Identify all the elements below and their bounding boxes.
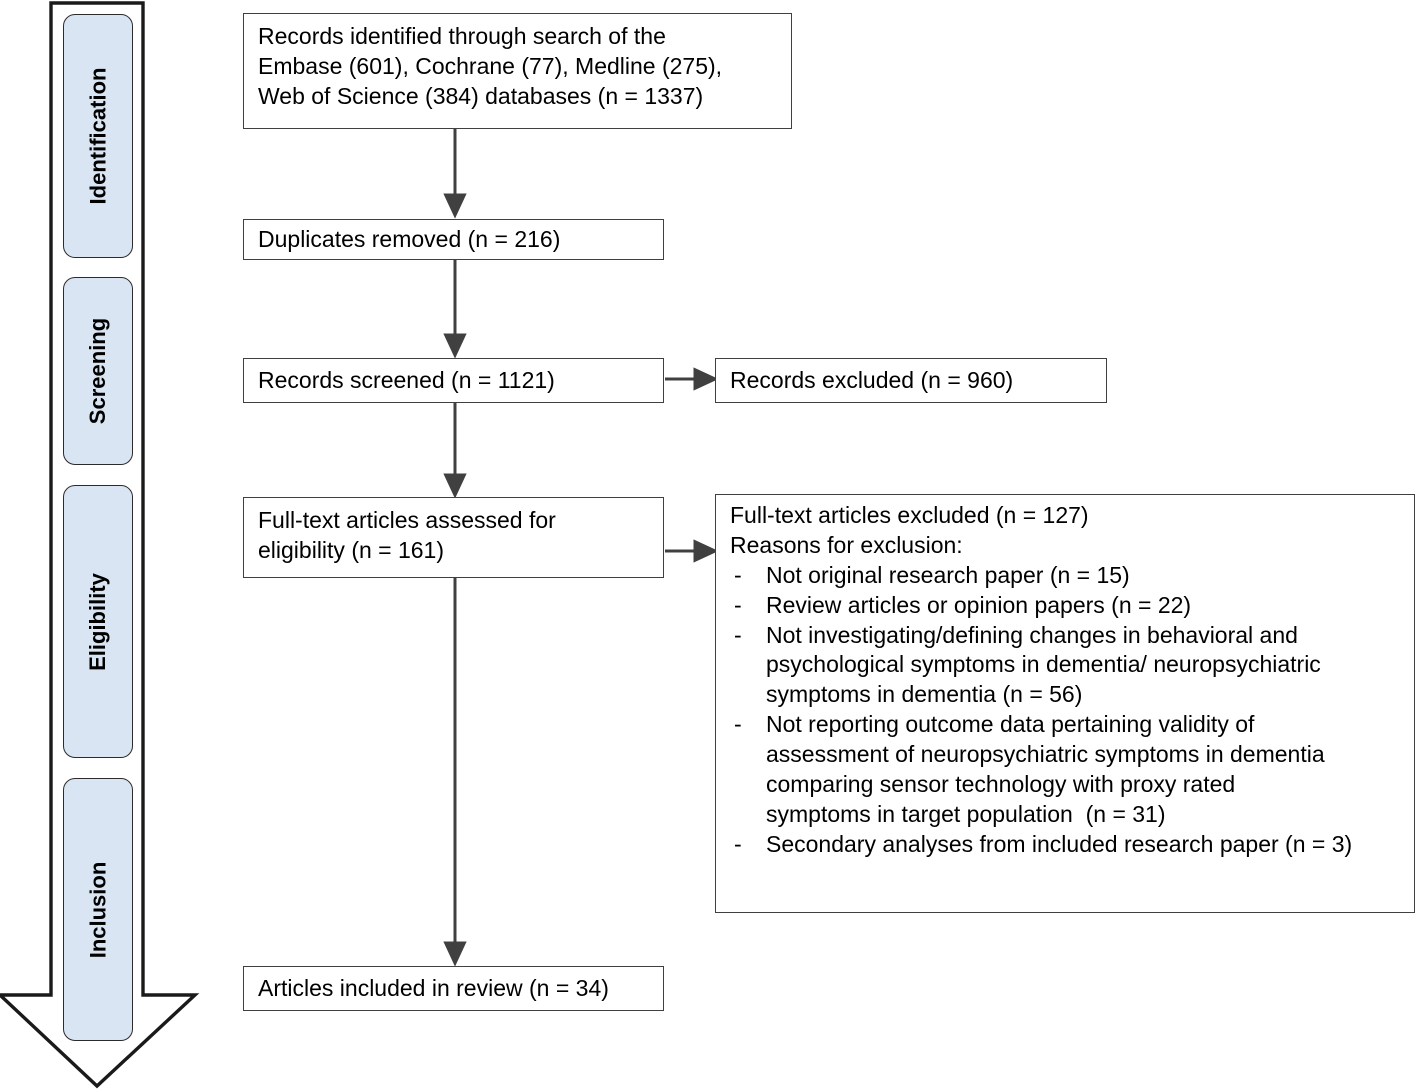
exclusion-reason-item: - Secondary analyses from included resea… bbox=[730, 830, 1406, 860]
reason-3-line-2: psychological symptoms in dementia/ neur… bbox=[766, 651, 1321, 678]
box-records-excluded: Records excluded (n = 960) bbox=[715, 358, 1107, 403]
reason-4-line-2: assessment of neuropsychiatric symptoms … bbox=[766, 741, 1325, 768]
stage-pill-eligibility: Eligibility bbox=[63, 485, 133, 758]
fulltext-excluded-heading: Full-text articles excluded (n = 127) bbox=[730, 502, 1089, 528]
reason-4-line-3: comparing sensor technology with proxy r… bbox=[766, 771, 1236, 798]
box-fulltext-assessed-line-2: eligibility (n = 161) bbox=[258, 536, 445, 563]
stage-label-inclusion: Inclusion bbox=[85, 861, 110, 958]
box-records-screened-line-1: Records screened (n = 1121) bbox=[258, 366, 555, 393]
box-articles-included-line-1: Articles included in review (n = 34) bbox=[258, 974, 609, 1001]
reason-2-line-1: Review articles or opinion papers (n = 2… bbox=[766, 591, 1192, 618]
exclusion-reason-item: - Review articles or opinion papers (n =… bbox=[730, 591, 1406, 621]
box-records-screened: Records screened (n = 1121) bbox=[243, 358, 664, 403]
reason-dash-2: - bbox=[734, 591, 742, 618]
box-records-identified-line-1: Records identified through search of the bbox=[258, 23, 666, 49]
fulltext-excluded-subheading: Reasons for exclusion: bbox=[730, 531, 963, 558]
box-fulltext-assessed-line-1: Full-text articles assessed for bbox=[258, 507, 556, 533]
exclusion-reason-item: - Not reporting outcome data pertaining … bbox=[730, 710, 1406, 830]
box-records-identified: Records identified through search of the… bbox=[243, 13, 792, 129]
box-records-excluded-line-1: Records excluded (n = 960) bbox=[730, 366, 1014, 393]
exclusion-reasons-list: - Not original research paper (n = 15) -… bbox=[730, 561, 1406, 860]
stage-label-eligibility: Eligibility bbox=[85, 572, 111, 671]
box-articles-included: Articles included in review (n = 34) bbox=[243, 966, 664, 1011]
reason-dash-4: - bbox=[734, 711, 742, 738]
reason-4-line-4: symptoms in target population (n = 31) bbox=[766, 800, 1166, 827]
box-records-identified-line-2: Embase (601), Cochrane (77), Medline (27… bbox=[258, 52, 723, 79]
reason-3-line-1: Not investigating/defining changes in be… bbox=[766, 621, 1298, 648]
box-fulltext-assessed: Full-text articles assessed for eligibil… bbox=[243, 497, 664, 578]
stage-label-identification: Identification bbox=[85, 67, 111, 205]
reason-dash-1: - bbox=[734, 561, 742, 588]
stage-label-screening: Screening bbox=[85, 317, 110, 425]
box-duplicates-removed-line-1: Duplicates removed (n = 216) bbox=[258, 225, 561, 252]
reason-3-line-3: symptoms in dementia (n = 56) bbox=[766, 681, 1083, 708]
stage-pill-inclusion: Inclusion bbox=[63, 778, 133, 1041]
reason-4-line-1: Not reporting outcome data pertaining va… bbox=[766, 711, 1255, 738]
exclusion-reason-item: - Not original research paper (n = 15) bbox=[730, 561, 1406, 591]
reason-dash-3: - bbox=[734, 621, 742, 648]
reason-5-line-1: Secondary analyses from included researc… bbox=[766, 830, 1353, 857]
exclusion-reason-item: - Not investigating/defining changes in … bbox=[730, 621, 1406, 711]
reason-dash-5: - bbox=[734, 830, 742, 857]
box-records-identified-line-3: Web of Science (384) databases (n = 1337… bbox=[258, 82, 704, 109]
stage-pill-screening: Screening bbox=[63, 277, 133, 465]
box-duplicates-removed: Duplicates removed (n = 216) bbox=[243, 219, 664, 260]
reason-1-line-1: Not original research paper (n = 15) bbox=[766, 561, 1130, 588]
box-fulltext-excluded: Full-text articles excluded (n = 127) Re… bbox=[715, 494, 1415, 913]
stage-pill-identification: Identification bbox=[63, 14, 133, 258]
